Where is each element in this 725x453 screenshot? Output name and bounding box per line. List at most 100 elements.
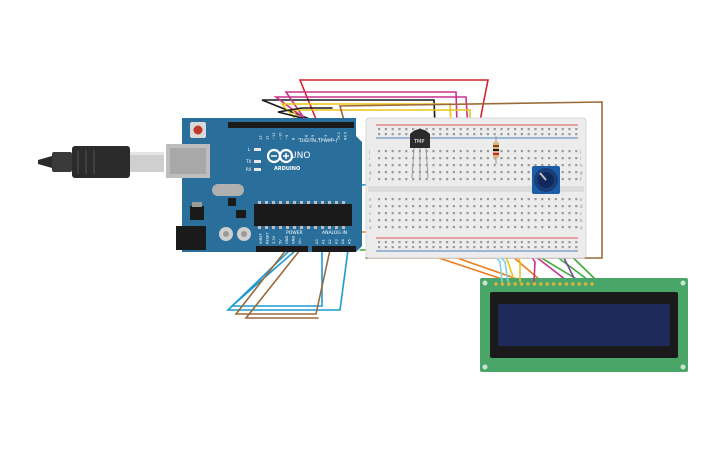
breadboard-hole[interactable] <box>425 246 428 249</box>
breadboard-hole[interactable] <box>548 164 551 167</box>
breadboard-hole[interactable] <box>520 157 523 160</box>
breadboard-hole[interactable] <box>398 212 401 215</box>
breadboard-hole[interactable] <box>398 128 401 131</box>
breadboard-hole[interactable] <box>439 171 442 174</box>
breadboard-hole[interactable] <box>568 241 571 244</box>
breadboard-hole[interactable] <box>480 178 483 181</box>
breadboard-hole[interactable] <box>514 226 517 229</box>
breadboard-hole[interactable] <box>486 198 489 201</box>
breadboard-hole[interactable] <box>500 171 503 174</box>
breadboard-hole[interactable] <box>391 171 394 174</box>
breadboard-hole[interactable] <box>520 198 523 201</box>
breadboard-hole[interactable] <box>466 246 469 249</box>
breadboard-hole[interactable] <box>398 171 401 174</box>
breadboard-hole[interactable] <box>507 178 510 181</box>
breadboard-hole[interactable] <box>432 219 435 222</box>
breadboard-hole[interactable] <box>486 133 489 136</box>
breadboard-hole[interactable] <box>425 171 428 174</box>
breadboard-hole[interactable] <box>480 164 483 167</box>
breadboard-hole[interactable] <box>378 212 381 215</box>
breadboard-hole[interactable] <box>439 157 442 160</box>
breadboard-hole[interactable] <box>507 226 510 229</box>
breadboard-hole[interactable] <box>384 246 387 249</box>
breadboard-hole[interactable] <box>480 157 483 160</box>
breadboard-hole[interactable] <box>439 246 442 249</box>
breadboard-hole[interactable] <box>507 133 510 136</box>
breadboard-hole[interactable] <box>432 205 435 208</box>
breadboard-hole[interactable] <box>384 150 387 153</box>
breadboard-hole[interactable] <box>568 246 571 249</box>
breadboard-hole[interactable] <box>527 198 530 201</box>
breadboard-hole[interactable] <box>473 128 476 131</box>
breadboard-hole[interactable] <box>384 205 387 208</box>
breadboard-hole[interactable] <box>384 226 387 229</box>
breadboard-hole[interactable] <box>439 178 442 181</box>
breadboard-hole[interactable] <box>398 157 401 160</box>
breadboard-hole[interactable] <box>412 150 415 153</box>
breadboard-hole[interactable] <box>548 212 551 215</box>
breadboard-hole[interactable] <box>398 246 401 249</box>
breadboard-hole[interactable] <box>405 205 408 208</box>
breadboard-hole[interactable] <box>439 241 442 244</box>
breadboard-hole[interactable] <box>439 212 442 215</box>
breadboard-hole[interactable] <box>561 171 564 174</box>
breadboard-hole[interactable] <box>575 205 578 208</box>
breadboard-hole[interactable] <box>561 133 564 136</box>
breadboard-hole[interactable] <box>391 198 394 201</box>
breadboard-hole[interactable] <box>459 219 462 222</box>
breadboard-hole[interactable] <box>384 241 387 244</box>
breadboard-hole[interactable] <box>432 212 435 215</box>
breadboard-hole[interactable] <box>473 164 476 167</box>
breadboard-hole[interactable] <box>527 219 530 222</box>
breadboard-hole[interactable] <box>432 157 435 160</box>
breadboard-hole[interactable] <box>548 226 551 229</box>
breadboard-hole[interactable] <box>507 150 510 153</box>
breadboard-hole[interactable] <box>452 241 455 244</box>
breadboard-hole[interactable] <box>446 171 449 174</box>
breadboard-hole[interactable] <box>520 212 523 215</box>
breadboard-hole[interactable] <box>473 133 476 136</box>
breadboard-hole[interactable] <box>459 212 462 215</box>
breadboard-hole[interactable] <box>466 198 469 201</box>
breadboard-hole[interactable] <box>480 212 483 215</box>
breadboard-hole[interactable] <box>486 171 489 174</box>
breadboard-hole[interactable] <box>568 178 571 181</box>
breadboard-hole[interactable] <box>500 133 503 136</box>
breadboard-hole[interactable] <box>493 198 496 201</box>
breadboard-hole[interactable] <box>466 212 469 215</box>
breadboard-hole[interactable] <box>452 133 455 136</box>
breadboard-hole[interactable] <box>459 128 462 131</box>
breadboard-hole[interactable] <box>412 128 415 131</box>
breadboard-hole[interactable] <box>554 246 557 249</box>
breadboard-hole[interactable] <box>405 171 408 174</box>
breadboard-hole[interactable] <box>493 241 496 244</box>
breadboard-hole[interactable] <box>452 212 455 215</box>
breadboard-hole[interactable] <box>514 198 517 201</box>
breadboard-hole[interactable] <box>561 178 564 181</box>
breadboard-hole[interactable] <box>493 171 496 174</box>
breadboard-hole[interactable] <box>384 171 387 174</box>
breadboard-hole[interactable] <box>473 219 476 222</box>
breadboard-hole[interactable] <box>466 205 469 208</box>
breadboard-hole[interactable] <box>561 205 564 208</box>
breadboard-hole[interactable] <box>486 157 489 160</box>
lcd-pin[interactable] <box>500 282 505 286</box>
breadboard-hole[interactable] <box>548 241 551 244</box>
breadboard-hole[interactable] <box>500 246 503 249</box>
breadboard-hole[interactable] <box>500 212 503 215</box>
breadboard-hole[interactable] <box>446 198 449 201</box>
breadboard-hole[interactable] <box>384 157 387 160</box>
breadboard-hole[interactable] <box>452 246 455 249</box>
breadboard-hole[interactable] <box>473 198 476 201</box>
breadboard-hole[interactable] <box>405 198 408 201</box>
breadboard-hole[interactable] <box>432 226 435 229</box>
breadboard-hole[interactable] <box>575 241 578 244</box>
breadboard-hole[interactable] <box>432 150 435 153</box>
breadboard-hole[interactable] <box>520 128 523 131</box>
breadboard-hole[interactable] <box>378 219 381 222</box>
breadboard-hole[interactable] <box>554 128 557 131</box>
lcd-pin[interactable] <box>571 282 575 286</box>
breadboard-hole[interactable] <box>561 150 564 153</box>
breadboard-hole[interactable] <box>452 150 455 153</box>
breadboard-hole[interactable] <box>439 128 442 131</box>
